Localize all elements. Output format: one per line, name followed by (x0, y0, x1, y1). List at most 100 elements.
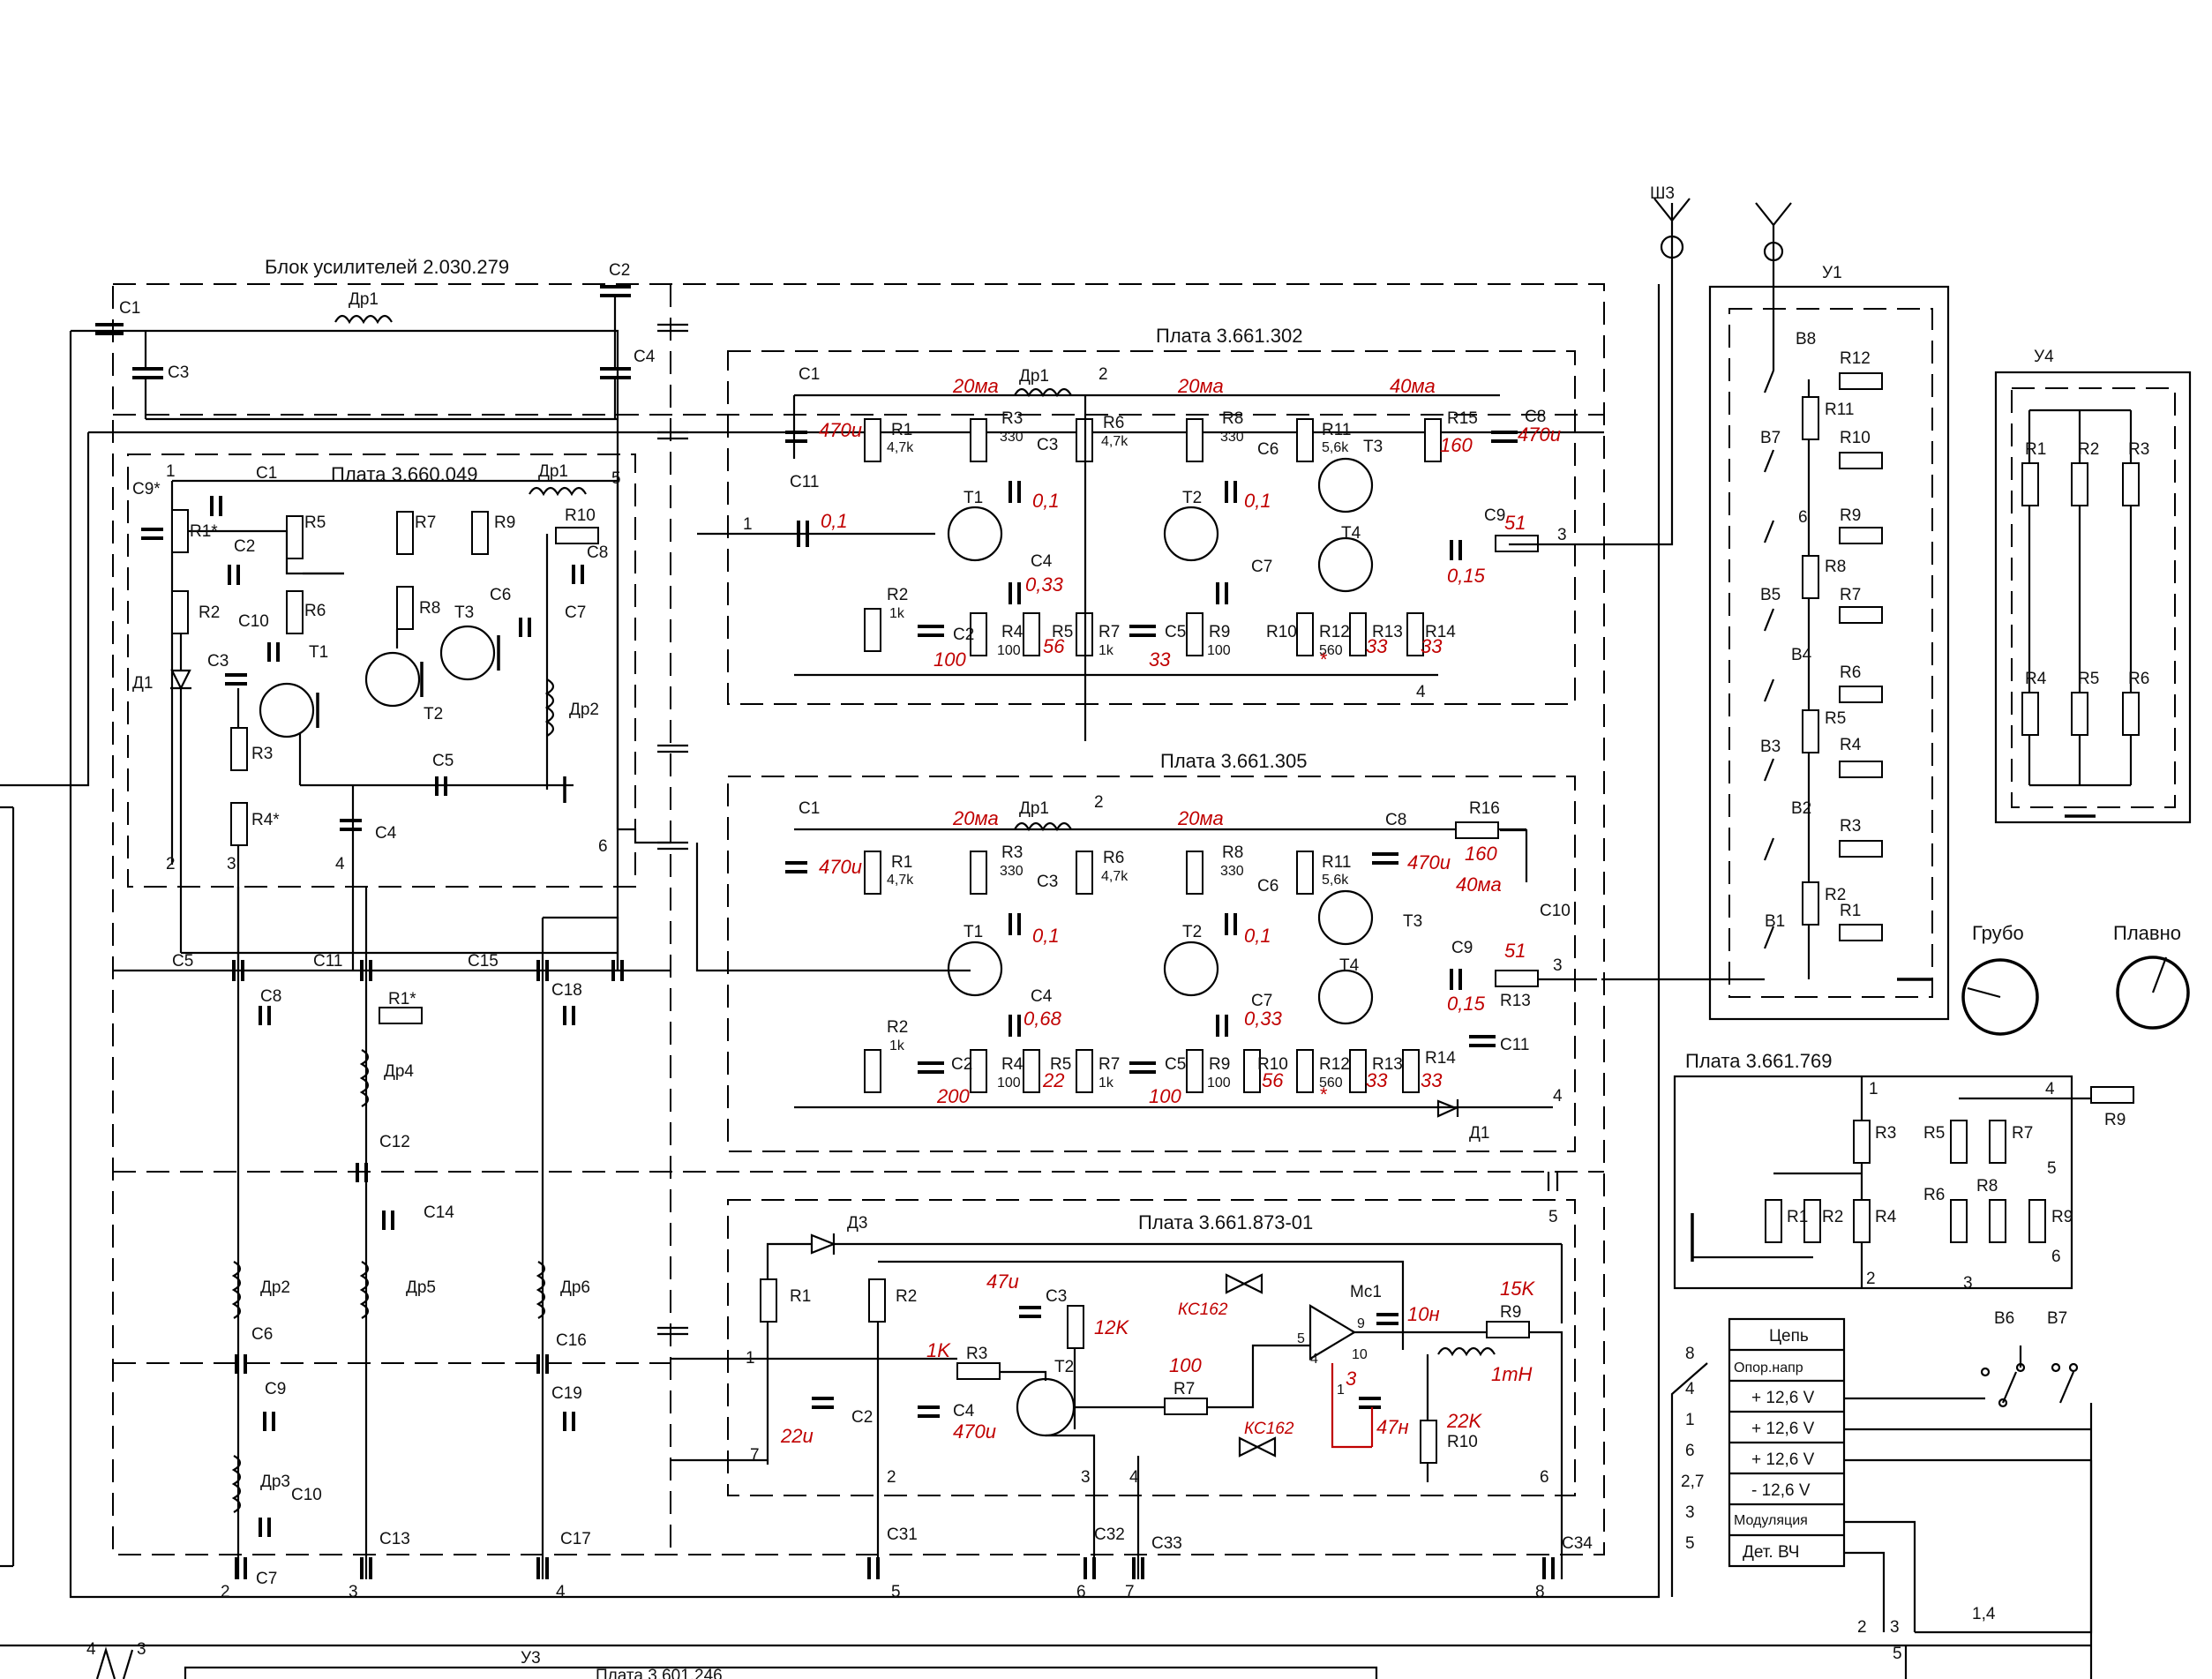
svg-text:C7: C7 (1251, 558, 1272, 576)
svg-text:5: 5 (2047, 1159, 2057, 1178)
svg-text:0,33: 0,33 (1244, 1008, 1283, 1030)
svg-text:12K: 12K (1094, 1316, 1129, 1338)
svg-text:9: 9 (1357, 1316, 1365, 1331)
svg-text:1: 1 (166, 462, 176, 481)
svg-text:Д1: Д1 (1469, 1124, 1489, 1143)
svg-text:R14: R14 (1425, 623, 1456, 641)
svg-text:C6: C6 (1257, 877, 1278, 896)
svg-text:C7: C7 (565, 603, 586, 622)
table-row: Модуляция (1734, 1513, 1808, 1528)
svg-text:R9: R9 (2051, 1208, 2073, 1226)
svg-text:100: 100 (1149, 1085, 1181, 1107)
table-pin: 3 (1685, 1503, 1695, 1522)
svg-text:C1: C1 (256, 464, 277, 483)
fine-dial[interactable] (2116, 956, 2190, 1030)
svg-text:C4: C4 (1031, 987, 1053, 1006)
table-pin: 6 (1685, 1442, 1695, 1460)
svg-text:0,1: 0,1 (1032, 925, 1060, 947)
svg-text:R4: R4 (1001, 623, 1024, 641)
svg-text:2: 2 (166, 855, 176, 873)
svg-text:C33: C33 (1151, 1534, 1182, 1553)
svg-text:C11: C11 (313, 952, 342, 971)
svg-text:40ма: 40ма (1390, 375, 1436, 397)
svg-text:4,7k: 4,7k (887, 440, 914, 455)
svg-text:Д1: Д1 (132, 674, 153, 693)
svg-text:0,1: 0,1 (1032, 490, 1060, 512)
svg-text:Др6: Др6 (560, 1278, 590, 1297)
svg-text:470u: 470u (953, 1420, 996, 1443)
svg-text:R8: R8 (1222, 409, 1243, 428)
svg-text:R9: R9 (1840, 506, 1861, 525)
svg-text:100: 100 (1207, 643, 1231, 658)
svg-text:Др1: Др1 (1019, 367, 1049, 386)
svg-text:R9: R9 (1209, 1055, 1230, 1074)
svg-text:330: 330 (1000, 864, 1024, 879)
svg-text:C17: C17 (560, 1530, 591, 1548)
svg-text:C9: C9 (1484, 506, 1505, 525)
svg-text:R1*: R1* (190, 522, 218, 541)
svg-text:У3: У3 (521, 1649, 541, 1668)
svg-text:R3: R3 (2128, 440, 2149, 459)
svg-text:R1: R1 (1840, 902, 1861, 920)
svg-text:R13: R13 (1372, 623, 1403, 641)
svg-text:R3: R3 (966, 1345, 987, 1363)
svg-text:1k: 1k (889, 606, 905, 621)
svg-text:20ма: 20ма (1177, 375, 1224, 397)
svg-text:B4: B4 (1791, 646, 1812, 664)
svg-text:3: 3 (1081, 1468, 1091, 1487)
svg-text:КС162: КС162 (1244, 1420, 1294, 1438)
table-pin: 8 (1685, 1345, 1695, 1363)
svg-text:R9: R9 (1209, 623, 1230, 641)
svg-text:R3: R3 (251, 745, 273, 763)
svg-text:470u: 470u (1407, 851, 1451, 873)
svg-text:C2: C2 (851, 1408, 873, 1427)
svg-text:C4: C4 (953, 1402, 975, 1420)
table-row: + 12,6 V (1751, 1389, 1815, 1407)
svg-text:C10: C10 (1540, 902, 1571, 920)
svg-text:R3: R3 (1001, 409, 1023, 428)
svg-text:C19: C19 (551, 1384, 582, 1403)
svg-text:33: 33 (1421, 1069, 1443, 1091)
svg-text:C8: C8 (587, 543, 608, 562)
svg-text:470u: 470u (819, 419, 862, 441)
svg-text:2: 2 (887, 1468, 896, 1487)
svg-text:Ш3: Ш3 (1650, 184, 1675, 203)
svg-text:0,1: 0,1 (1244, 925, 1271, 947)
svg-text:56: 56 (1043, 635, 1065, 657)
table-pin: 4 (1685, 1380, 1695, 1398)
svg-text:4: 4 (556, 1583, 566, 1601)
svg-text:C14: C14 (424, 1203, 454, 1222)
svg-text:C2: C2 (951, 1055, 972, 1074)
svg-text:C3: C3 (207, 652, 229, 671)
svg-text:C9*: C9* (132, 480, 161, 498)
svg-text:C5: C5 (172, 952, 193, 971)
svg-text:R2: R2 (2078, 440, 2099, 459)
svg-text:20ма: 20ма (952, 807, 999, 829)
svg-text:Др2: Др2 (569, 701, 599, 719)
connector-table: Цепь Опор.напр + 12,6 V + 12,6 V + 12,6 … (1670, 1317, 2093, 1679)
svg-text:C13: C13 (379, 1530, 410, 1548)
svg-text:4,7k: 4,7k (887, 873, 914, 888)
svg-text:8: 8 (1535, 1583, 1545, 1601)
coarse-dial[interactable] (1961, 958, 2039, 1036)
svg-text:R5: R5 (1052, 623, 1073, 641)
svg-text:1K: 1K (926, 1339, 951, 1361)
switch-b7[interactable] (2058, 1371, 2075, 1404)
svg-text:*: * (1319, 1083, 1328, 1106)
svg-text:R6: R6 (304, 602, 326, 620)
svg-text:C34: C34 (1562, 1534, 1593, 1553)
svg-text:R1*: R1* (388, 990, 416, 1008)
svg-text:5: 5 (1548, 1208, 1558, 1226)
svg-text:47н: 47н (1376, 1416, 1409, 1438)
svg-text:C7: C7 (256, 1570, 277, 1588)
svg-text:3: 3 (1553, 956, 1563, 975)
svg-text:Др4: Др4 (384, 1062, 414, 1081)
svg-text:22: 22 (1042, 1069, 1064, 1091)
switch-b6[interactable] (2001, 1371, 2018, 1404)
svg-text:T3: T3 (1403, 912, 1422, 931)
svg-text:40ма: 40ма (1456, 873, 1502, 896)
